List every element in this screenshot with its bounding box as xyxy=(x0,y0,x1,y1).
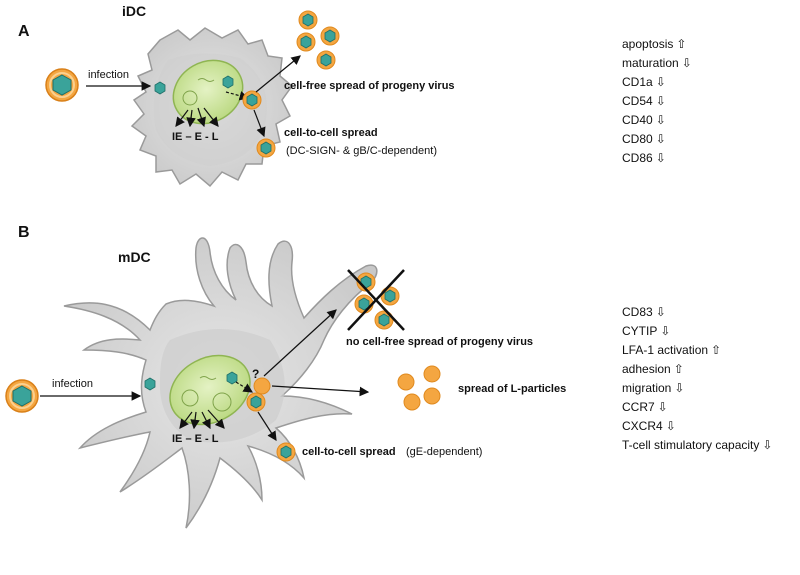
panel-b-letter: B xyxy=(18,224,30,241)
panel-a-cell-to-cell-note: (DC-SIGN- & gB/C-dependent) xyxy=(286,145,437,157)
panel-b-infection-label: infection xyxy=(52,378,93,390)
marker-item: CD54⇩ xyxy=(622,92,692,111)
panel-a-letter: A xyxy=(18,23,30,40)
marker-name: maturation xyxy=(622,56,679,70)
marker-name: apoptosis xyxy=(622,37,674,51)
down-arrow-icon: ⇩ xyxy=(655,75,666,89)
down-arrow-icon: ⇩ xyxy=(665,419,676,433)
marker-name: LFA-1 activation xyxy=(622,343,709,357)
panel-a-cell-type: iDC xyxy=(122,3,146,19)
marker-name: CCR7 xyxy=(622,400,655,414)
panel-b-cell-to-cell-note: (gE-dependent) xyxy=(406,446,482,458)
down-arrow-icon: ⇩ xyxy=(655,132,666,146)
marker-name: CXCR4 xyxy=(622,419,663,433)
panel-a-cell-to-cell-label: cell-to-cell spread xyxy=(284,127,378,139)
cross-line-2 xyxy=(347,269,405,331)
up-arrow-icon: ⇧ xyxy=(673,362,684,376)
marker-item: migration⇩ xyxy=(622,379,772,398)
marker-item: T-cell stimulatory capacity⇩ xyxy=(622,436,772,455)
panel-b-marker-list: CD83⇩CYTIP⇩LFA-1 activation⇧adhesion⇧mig… xyxy=(622,303,772,455)
down-arrow-icon: ⇩ xyxy=(681,56,692,70)
panel-a-infecting-virion xyxy=(45,68,79,102)
panel-b-cell-to-cell-label: cell-to-cell spread xyxy=(302,446,396,458)
marker-item: CD40⇩ xyxy=(622,111,692,130)
idc-nucleus xyxy=(172,59,244,125)
marker-name: T-cell stimulatory capacity xyxy=(622,438,760,452)
down-arrow-icon: ⇩ xyxy=(657,400,668,414)
panel-b-lparticles-label: spread of L-particles xyxy=(458,383,566,395)
panel-a-marker-list: apoptosis⇧maturation⇩CD1a⇩CD54⇩CD40⇩CD80… xyxy=(622,35,692,168)
marker-item: CCR7⇩ xyxy=(622,398,772,417)
marker-item: CD80⇩ xyxy=(622,130,692,149)
up-arrow-icon: ⇧ xyxy=(711,343,722,357)
panel-a-cellfree-label: cell-free spread of progeny virus xyxy=(284,80,455,92)
marker-item: LFA-1 activation⇧ xyxy=(622,341,772,360)
marker-item: adhesion⇧ xyxy=(622,360,772,379)
marker-item: CD1a⇩ xyxy=(622,73,692,92)
panel-b-cell-type: mDC xyxy=(118,249,151,265)
panel-b-infecting-virion xyxy=(5,379,39,413)
panel-a-infection-label: infection xyxy=(88,69,129,81)
down-arrow-icon: ⇩ xyxy=(655,113,666,127)
panel-b-no-cellfree-label: no cell-free spread of progeny virus xyxy=(346,336,533,348)
marker-name: CD86 xyxy=(622,151,653,165)
marker-item: CXCR4⇩ xyxy=(622,417,772,436)
marker-name: CD83 xyxy=(622,305,653,319)
panel-a-stages: IE – E - L xyxy=(172,131,219,143)
marker-name: CD80 xyxy=(622,132,653,146)
marker-item: CD83⇩ xyxy=(622,303,772,322)
panel-b-question-mark: ? xyxy=(252,367,259,381)
down-arrow-icon: ⇩ xyxy=(762,438,773,452)
marker-item: apoptosis⇧ xyxy=(622,35,692,54)
marker-item: CYTIP⇩ xyxy=(622,322,772,341)
down-arrow-icon: ⇩ xyxy=(660,324,671,338)
marker-name: CYTIP xyxy=(622,324,658,338)
down-arrow-icon: ⇩ xyxy=(655,305,666,319)
down-arrow-icon: ⇩ xyxy=(655,151,666,165)
marker-item: CD86⇩ xyxy=(622,149,692,168)
marker-name: CD54 xyxy=(622,94,653,108)
marker-name: CD1a xyxy=(622,75,653,89)
up-arrow-icon: ⇧ xyxy=(676,37,687,51)
marker-name: adhesion xyxy=(622,362,671,376)
down-arrow-icon: ⇩ xyxy=(674,381,685,395)
panel-b-stages: IE – E - L xyxy=(172,433,219,445)
marker-item: maturation⇩ xyxy=(622,54,692,73)
marker-name: CD40 xyxy=(622,113,653,127)
down-arrow-icon: ⇩ xyxy=(655,94,666,108)
marker-name: migration xyxy=(622,381,672,395)
